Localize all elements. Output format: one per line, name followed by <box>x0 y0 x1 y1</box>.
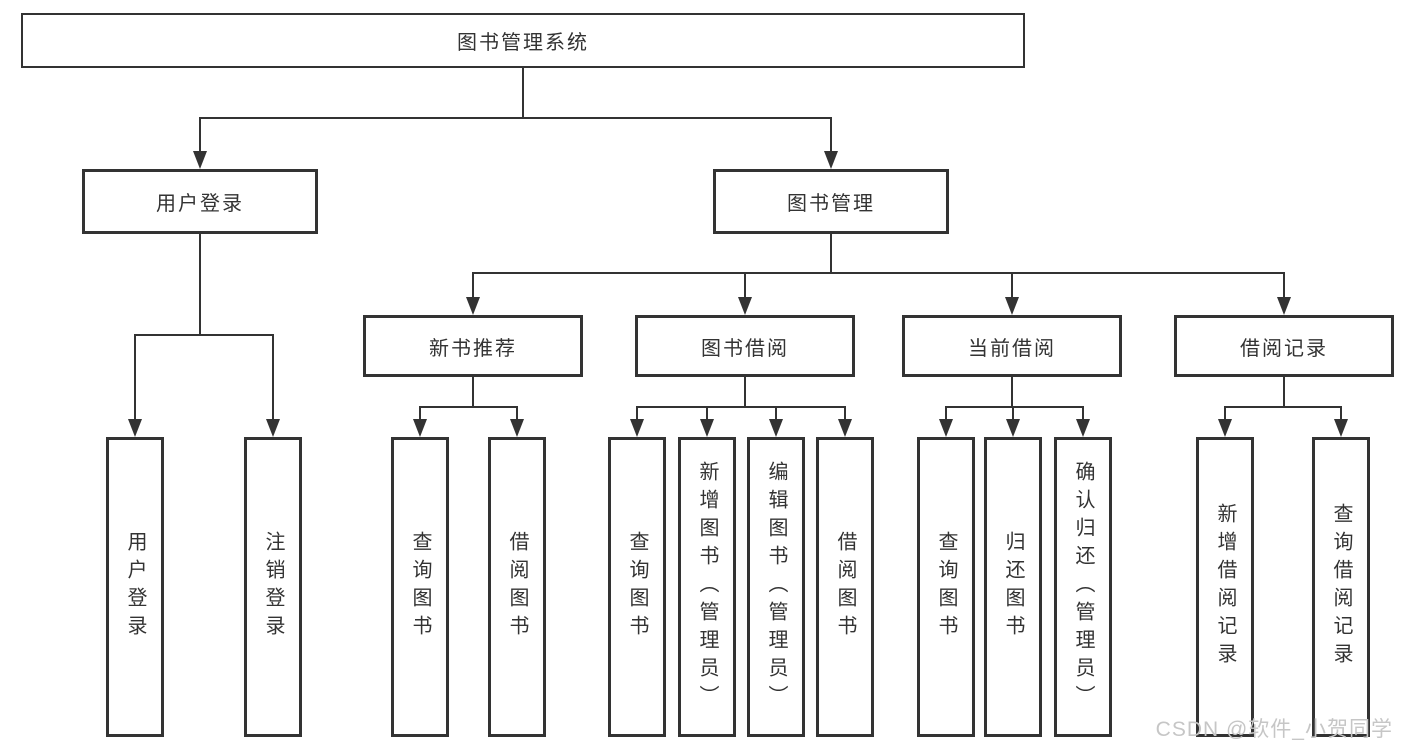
node-label: 图书管理 <box>787 193 875 215</box>
arrowhead <box>1005 297 1019 315</box>
connector <box>830 118 832 152</box>
leaf-label: 用户登录 <box>124 531 146 643</box>
connector <box>199 118 201 152</box>
arrowhead <box>1277 297 1291 315</box>
node-book-borrowing: 图书借阅 <box>635 315 855 377</box>
connector <box>744 377 746 407</box>
connector <box>830 234 832 273</box>
leaf-edit-book-admin: 编辑图书（管理员） <box>747 437 805 737</box>
connector <box>522 68 524 118</box>
leaf-confirm-return-admin: 确认归还（管理员） <box>1054 437 1112 737</box>
node-label: 用户登录 <box>156 193 244 215</box>
connector <box>636 406 846 408</box>
connector <box>419 407 421 420</box>
leaf-label: 查询图书 <box>626 531 648 643</box>
node-borrow-records: 借阅记录 <box>1174 315 1394 377</box>
node-label: 借阅记录 <box>1240 337 1328 360</box>
leaf-user-login: 用户登录 <box>106 437 164 737</box>
node-label: 当前借阅 <box>968 337 1056 360</box>
connector <box>516 407 518 420</box>
node-label: 图书借阅 <box>701 337 789 360</box>
leaf-label: 编辑图书（管理员） <box>765 461 787 713</box>
connector <box>472 272 1285 274</box>
leaf-query-books-recommend: 查询图书 <box>391 437 449 737</box>
connector <box>1082 407 1084 420</box>
csdn-watermark: CSDN @软件_小贺同学 <box>1155 718 1393 741</box>
connector <box>844 407 846 420</box>
connector <box>1283 273 1285 298</box>
leaf-label: 注销登录 <box>262 531 284 643</box>
leaf-query-books-current: 查询图书 <box>917 437 975 737</box>
connector <box>1011 377 1013 407</box>
leaf-return-book: 归还图书 <box>984 437 1042 737</box>
arrowhead <box>1006 419 1020 437</box>
connector <box>472 273 474 298</box>
arrowhead <box>769 419 783 437</box>
node-new-book-recommend: 新书推荐 <box>363 315 583 377</box>
connector <box>134 335 136 420</box>
arrowhead <box>193 151 207 169</box>
connector <box>945 407 947 420</box>
arrowhead <box>128 419 142 437</box>
leaf-borrow-books-borrowing: 借阅图书 <box>816 437 874 737</box>
connector <box>272 335 274 420</box>
arrowhead <box>630 419 644 437</box>
leaf-add-book-admin: 新增图书（管理员） <box>678 437 736 737</box>
arrowhead <box>1076 419 1090 437</box>
leaf-add-borrow-record: 新增借阅记录 <box>1196 437 1254 737</box>
arrowhead <box>939 419 953 437</box>
leaf-label: 新增借阅记录 <box>1214 503 1236 671</box>
node-book-management: 图书管理 <box>713 169 949 234</box>
connector <box>1224 407 1226 420</box>
arrowhead <box>700 419 714 437</box>
leaf-borrow-books-recommend: 借阅图书 <box>488 437 546 737</box>
arrowhead <box>1218 419 1232 437</box>
connector <box>744 273 746 298</box>
leaf-label: 确认归还（管理员） <box>1072 461 1094 713</box>
leaf-label: 新增图书（管理员） <box>696 461 718 713</box>
arrowhead <box>738 297 752 315</box>
node-label: 新书推荐 <box>429 337 517 360</box>
leaf-query-borrow-record: 查询借阅记录 <box>1312 437 1370 737</box>
connector <box>419 406 518 408</box>
connector <box>1283 377 1285 407</box>
node-label: 图书管理系统 <box>457 32 589 54</box>
leaf-label: 查询图书 <box>409 531 431 643</box>
leaf-query-books-borrowing: 查询图书 <box>608 437 666 737</box>
connector <box>636 407 638 420</box>
arrowhead <box>824 151 838 169</box>
connector <box>472 377 474 407</box>
arrowhead <box>413 419 427 437</box>
node-current-borrowing: 当前借阅 <box>902 315 1122 377</box>
connector <box>199 117 832 119</box>
connector <box>1011 273 1013 298</box>
connector <box>1012 407 1014 420</box>
connector <box>134 334 274 336</box>
node-user-login: 用户登录 <box>82 169 318 234</box>
connector <box>1340 407 1342 420</box>
arrowhead <box>1334 419 1348 437</box>
leaf-label: 借阅图书 <box>834 531 856 643</box>
connector <box>945 406 1084 408</box>
leaf-logout: 注销登录 <box>244 437 302 737</box>
connector <box>775 407 777 420</box>
leaf-label: 归还图书 <box>1002 531 1024 643</box>
connector <box>706 407 708 420</box>
leaf-label: 查询借阅记录 <box>1330 503 1352 671</box>
leaf-label: 借阅图书 <box>506 531 528 643</box>
arrowhead <box>466 297 480 315</box>
leaf-label: 查询图书 <box>935 531 957 643</box>
node-root-system: 图书管理系统 <box>21 13 1025 68</box>
connector <box>199 234 201 335</box>
arrowhead <box>266 419 280 437</box>
connector <box>1224 406 1342 408</box>
arrowhead <box>838 419 852 437</box>
arrowhead <box>510 419 524 437</box>
